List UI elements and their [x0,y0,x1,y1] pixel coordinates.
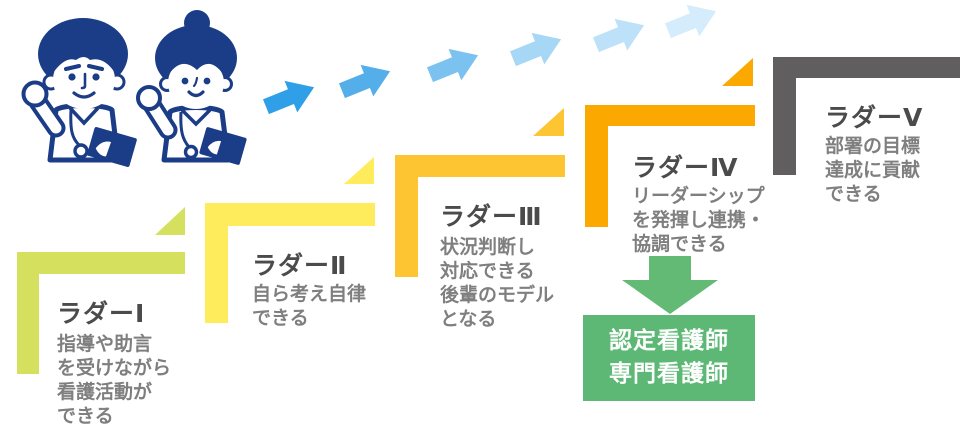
goal-box-line1: 認定看護師 [609,328,729,354]
nurse-left [21,18,137,168]
step-bar-horizontal [17,252,185,274]
down-arrow-icon [622,256,718,314]
step-bar-horizontal [773,57,960,78]
ascent-arrow-4-icon [509,32,562,67]
step-ramp-triangle [722,58,753,86]
step-bar-vertical [585,105,608,227]
ladder-4-title: ラダーⅣ [632,153,739,182]
step-ramp-triangle [155,207,185,235]
step-bar-vertical [17,252,39,374]
ladder-1-description: 指導や助言 を受けながら 看護活動が できる [57,333,172,427]
nurse-right [136,10,247,165]
ladder-3-description: 状況判断し 対応できる 後輩のモデル となる [440,236,555,330]
goal-box: 認定看護師 専門看護師 [583,315,755,401]
step-bar-horizontal [205,203,375,226]
ascent-arrow-6-icon [664,4,717,39]
step-bar-vertical [773,57,796,175]
step-bar-horizontal [395,155,565,177]
ladder-2-description: 自ら考え自律 できる [252,283,367,329]
ascent-arrow-3-icon [426,48,479,83]
goal-box-line2: 専門看護師 [609,361,729,387]
step-bar-vertical [395,155,418,277]
ascent-arrow-1-icon [262,80,315,115]
ladder-3-title: ラダーⅢ [440,202,543,231]
ladder-4-description: リーダーシップ を発揮し連携・ 協調できる [632,185,766,255]
ladder-5-title: ラダーⅤ [825,103,924,132]
ladder-5-description: 部署の目標 達成に貢献 できる [825,135,921,205]
ascent-arrow-2-icon [338,64,391,99]
ladder-2-title: ラダーⅡ [252,251,348,280]
ascent-arrow-5-icon [592,18,645,53]
step-ramp-triangle [533,108,564,136]
step-bar-horizontal [585,105,755,126]
two-nurses-illustration [21,10,247,168]
step-bar-vertical [205,203,228,323]
ladder-1-title: ラダーⅠ [57,299,146,328]
step-ramp-triangle [344,157,374,184]
